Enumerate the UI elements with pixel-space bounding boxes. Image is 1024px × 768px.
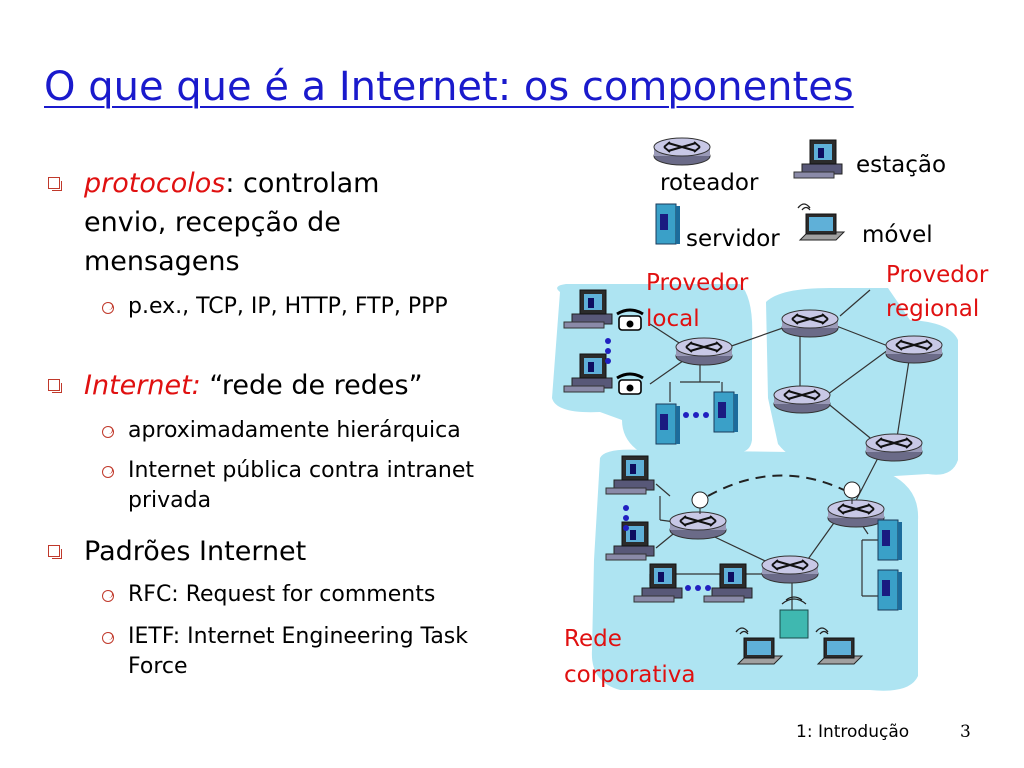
sub-bullet-marker-icon <box>102 426 114 438</box>
corporate-label-2: corporativa <box>564 662 696 688</box>
sub-bullet: p.ex., TCP, IP, HTTP, FTP, PPP <box>102 292 498 322</box>
sub-bullet: Internet pública contra intranet privada <box>102 456 488 516</box>
footer-section: 1: Introdução <box>796 722 910 742</box>
server-icon <box>877 519 903 561</box>
sub-bullet: IETF: Internet Engineering Task Force <box>102 622 508 682</box>
local-isp-label-1: Provedor <box>646 270 749 296</box>
legend-host-label: estação <box>856 152 947 178</box>
sub-bullet: RFC: Request for comments <box>102 580 528 610</box>
page-number: 3 <box>960 722 971 742</box>
bullet-emphasis: Internet: <box>84 370 201 401</box>
bullet-text: “rede de redes” <box>200 370 423 401</box>
bullet-padroes: Padrões Internet <box>48 532 484 571</box>
regional-isp-label-1: Provedor <box>886 262 989 288</box>
sub-bullet: aproximadamente hierárquica <box>102 416 528 446</box>
router-icon <box>864 432 924 463</box>
bullet-emphasis: protocolos <box>84 168 226 199</box>
host-icon <box>793 139 843 179</box>
mobile-icon <box>797 203 845 241</box>
bullet-internet: Internet: “rede de redes” <box>48 366 524 405</box>
corporate-label-1: Rede <box>564 626 622 652</box>
router-icon <box>884 334 944 365</box>
sub-bullet-marker-icon <box>102 466 114 478</box>
server-icon <box>877 569 903 611</box>
bullet-marker-icon <box>48 379 62 393</box>
local-isp-label-2: local <box>646 306 700 332</box>
server-icon <box>655 203 681 245</box>
legend-router-label: roteador <box>660 170 759 196</box>
access-point-icon <box>779 609 809 639</box>
router-icon <box>668 510 728 541</box>
router-icon <box>652 136 712 167</box>
regional-isp-label-2: regional <box>886 296 980 322</box>
sub-bullet-marker-icon <box>102 590 114 602</box>
sub-bullet-marker-icon <box>102 302 114 314</box>
bullet-marker-icon <box>48 177 62 191</box>
router-icon <box>760 554 820 585</box>
router-icon <box>826 498 886 529</box>
page-title: O que que é a Internet: os componentes <box>44 64 854 110</box>
legend-server-label: servidor <box>686 226 780 252</box>
server-icon <box>655 403 681 445</box>
router-icon <box>780 308 840 339</box>
router-icon <box>674 336 734 367</box>
legend-mobile-label: móvel <box>862 222 933 248</box>
bullet-marker-icon <box>48 545 62 559</box>
bullet-protocolos: protocolos: controlam envio, recepção de… <box>48 164 464 281</box>
sub-bullet-marker-icon <box>102 632 114 644</box>
bullet-text: Padrões Internet <box>84 536 307 567</box>
bullet-text: controlam envio, recepção de mensagens <box>84 168 380 277</box>
router-icon <box>772 384 832 415</box>
server-icon <box>713 391 739 433</box>
